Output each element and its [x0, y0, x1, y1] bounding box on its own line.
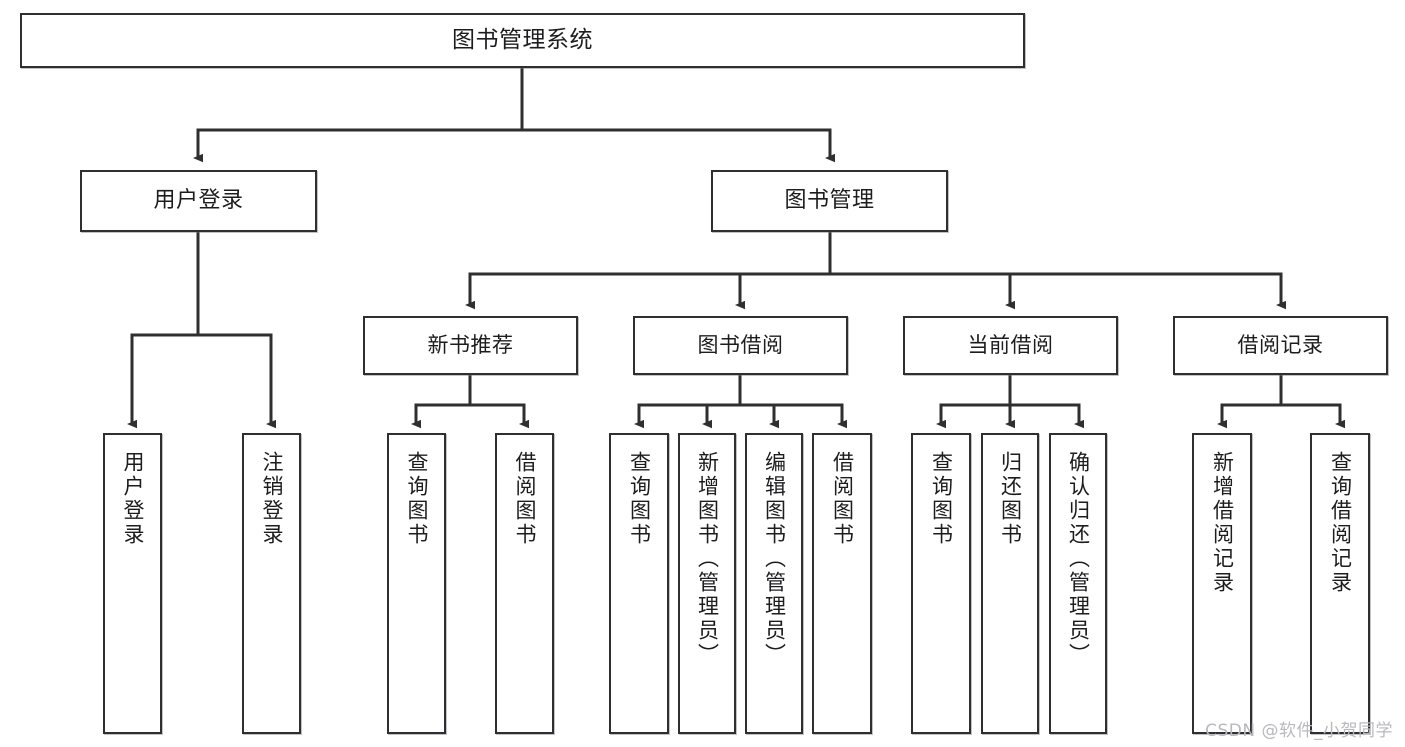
node-user-login-label: 用户登录: [153, 188, 244, 214]
node-leaf-book-borrow-2-label: 编辑图书（管理员）: [762, 451, 787, 667]
node-leaf-user-login-0[interactable]: 用户登录: [103, 433, 162, 734]
node-leaf-new-book-0[interactable]: 查询图书: [387, 433, 446, 734]
watermark: CSDN @软件_小贺同学: [1205, 721, 1393, 741]
node-leaf-book-borrow-0[interactable]: 查询图书: [609, 433, 669, 734]
node-book-borrow-label: 图书借阅: [697, 333, 784, 358]
node-leaf-borrow-record-1-label: 查询借阅记录: [1328, 451, 1353, 595]
node-leaf-current-borrow-1-label: 归还图书: [998, 451, 1023, 547]
node-leaf-new-book-1[interactable]: 借阅图书: [495, 433, 554, 734]
node-root-book-management-system[interactable]: 图书管理系统: [20, 13, 1025, 68]
node-leaf-borrow-record-0[interactable]: 新增借阅记录: [1192, 433, 1252, 734]
node-leaf-current-borrow-0-label: 查询图书: [929, 451, 954, 547]
node-leaf-borrow-record-0-label: 新增借阅记录: [1210, 451, 1235, 595]
node-book-borrow[interactable]: 图书借阅: [633, 316, 848, 375]
node-book-management[interactable]: 图书管理: [711, 170, 948, 232]
node-leaf-book-borrow-3-label: 借阅图书: [830, 451, 855, 547]
node-borrow-record[interactable]: 借阅记录: [1173, 316, 1388, 375]
node-new-book-recommend[interactable]: 新书推荐: [363, 316, 578, 375]
node-leaf-book-borrow-2[interactable]: 编辑图书（管理员）: [745, 433, 803, 734]
node-root-label: 图书管理系统: [452, 27, 593, 54]
node-leaf-book-borrow-1-label: 新增图书（管理员）: [695, 451, 720, 667]
node-leaf-new-book-1-label: 借阅图书: [513, 451, 537, 547]
node-leaf-user-login-1-label: 注销登录: [260, 451, 284, 547]
node-new-book-recommend-label: 新书推荐: [427, 333, 514, 358]
node-leaf-book-borrow-3[interactable]: 借阅图书: [812, 433, 872, 734]
node-leaf-current-borrow-2-label: 确认归还（管理员）: [1066, 451, 1091, 667]
node-leaf-current-borrow-1[interactable]: 归还图书: [981, 433, 1039, 734]
node-book-management-label: 图书管理: [784, 188, 875, 214]
node-current-borrow[interactable]: 当前借阅: [903, 316, 1118, 375]
node-leaf-book-borrow-1[interactable]: 新增图书（管理员）: [678, 433, 736, 734]
node-leaf-book-borrow-0-label: 查询图书: [627, 451, 652, 547]
node-leaf-current-borrow-0[interactable]: 查询图书: [911, 433, 971, 734]
node-user-login[interactable]: 用户登录: [80, 170, 317, 232]
node-current-borrow-label: 当前借阅: [967, 333, 1054, 358]
node-borrow-record-label: 借阅记录: [1237, 333, 1324, 358]
node-leaf-user-login-1[interactable]: 注销登录: [242, 433, 301, 734]
node-leaf-user-login-0-label: 用户登录: [121, 451, 145, 547]
node-leaf-current-borrow-2[interactable]: 确认归还（管理员）: [1049, 433, 1107, 734]
node-leaf-borrow-record-1[interactable]: 查询借阅记录: [1310, 433, 1370, 734]
node-leaf-new-book-0-label: 查询图书: [405, 451, 429, 547]
